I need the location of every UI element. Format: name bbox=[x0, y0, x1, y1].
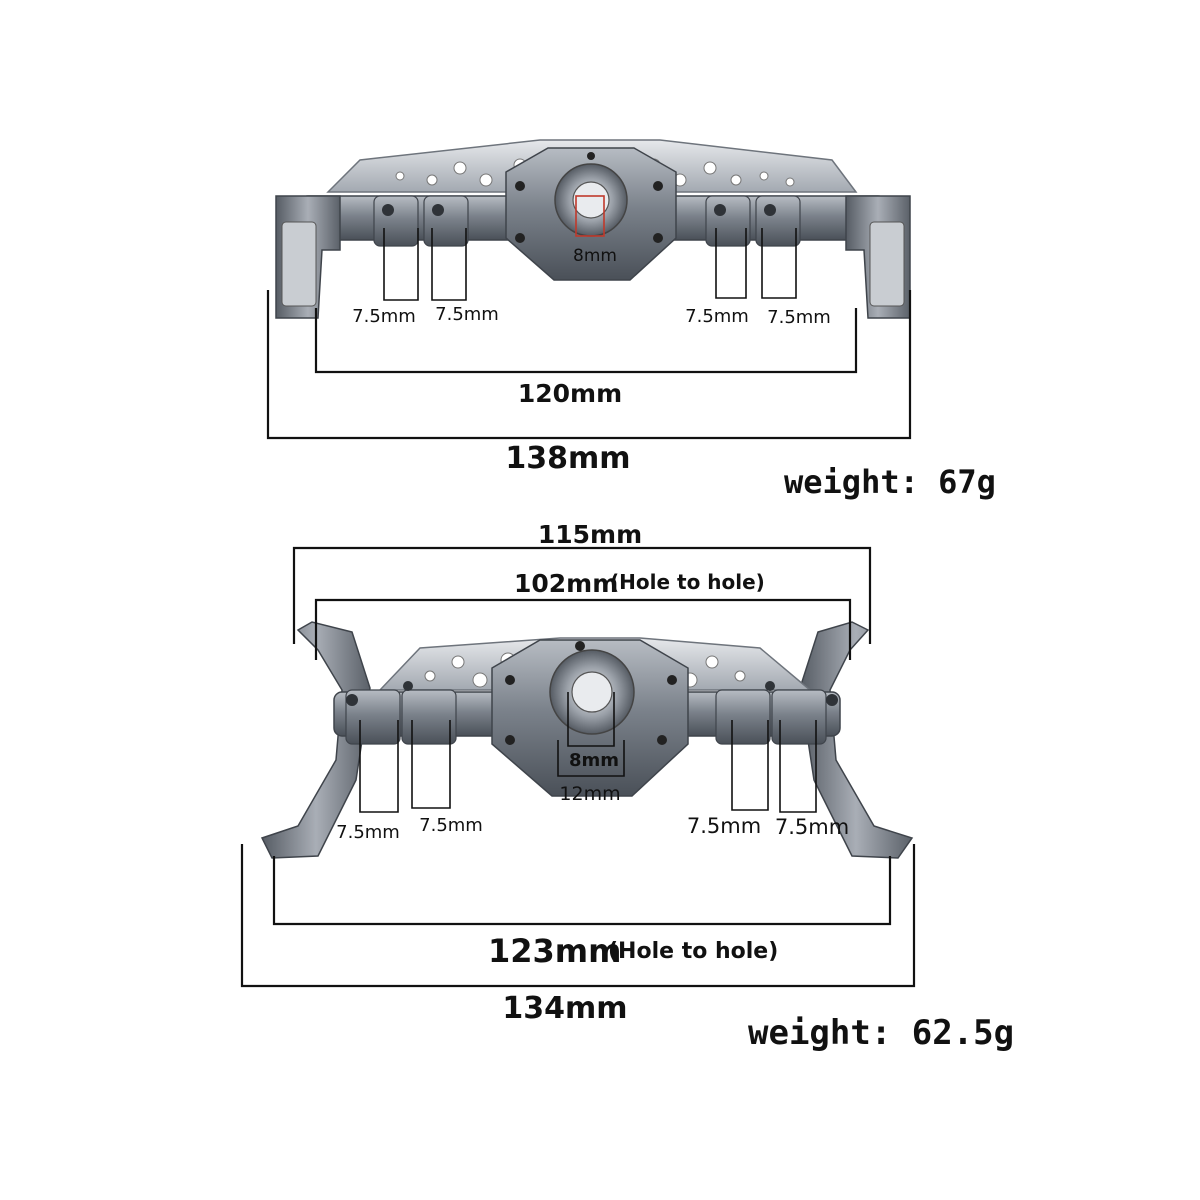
bottom-axle-overall-width: 134mm bbox=[502, 991, 627, 1026]
top-axle-plate-holes bbox=[395, 158, 795, 187]
top-axle-inner-span: 120mm bbox=[518, 379, 622, 408]
top-axle-mount-width-1: 7.5mm bbox=[352, 306, 416, 327]
top-axle-mount-width-4: 7.5mm bbox=[767, 307, 831, 328]
bottom-axle-hole-span-top: 102mm bbox=[514, 569, 618, 598]
top-axle-illustration bbox=[275, 139, 911, 319]
top-axle-mount-width-2: 7.5mm bbox=[435, 304, 499, 325]
bottom-axle-mount-width-2: 7.5mm bbox=[419, 815, 483, 836]
bottom-axle-hole-span-bottom: 123mm bbox=[488, 932, 621, 970]
bottom-axle-labels: 115mm 102mm (Hole to hole) 8mm 12mm 7.5m… bbox=[336, 520, 1014, 1053]
top-axle-mount-width-3: 7.5mm bbox=[685, 306, 749, 327]
bottom-axle-mount-width-3: 7.5mm bbox=[687, 814, 761, 838]
top-axle-overall-width: 138mm bbox=[505, 441, 630, 476]
top-axle-labels: 8mm 7.5mm 7.5mm 7.5mm 7.5mm 120mm 138mm … bbox=[352, 246, 996, 501]
bottom-axle-mount-width-4: 7.5mm bbox=[775, 815, 849, 839]
bottom-axle-weight: weight: 62.5g bbox=[748, 1013, 1014, 1053]
bottom-axle-hole-span-top-note: (Hole to hole) bbox=[610, 570, 765, 594]
bottom-axle-link-mounts bbox=[345, 689, 827, 745]
bottom-axle-top-span: 115mm bbox=[538, 520, 642, 549]
bottom-axle-mount-width-1: 7.5mm bbox=[336, 822, 400, 843]
bottom-axle-bore-outer: 12mm bbox=[559, 783, 620, 805]
top-axle-bore-marker bbox=[575, 195, 605, 237]
bottom-axle-dimension-lines bbox=[240, 546, 916, 988]
bottom-axle-bore-inner: 8mm bbox=[569, 750, 619, 771]
bottom-axle-right-arm bbox=[799, 621, 914, 859]
top-axle-dimension-lines bbox=[266, 228, 912, 440]
bottom-axle-illustration bbox=[260, 621, 914, 859]
top-axle-weight: weight: 67g bbox=[784, 463, 996, 501]
top-axle-bore-label: 8mm bbox=[573, 246, 617, 266]
bottom-axle-left-arm bbox=[260, 621, 371, 859]
bottom-axle-hole-span-bottom-note: (Hole to hole) bbox=[608, 939, 778, 964]
